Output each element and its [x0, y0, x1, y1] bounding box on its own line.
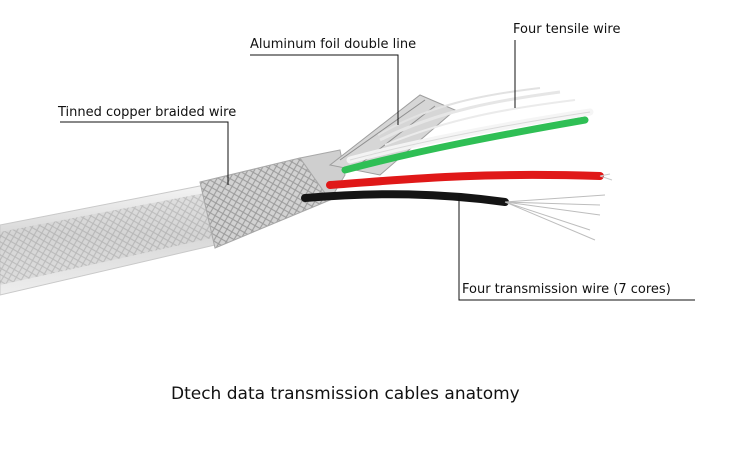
- foil-label: Aluminum foil double line: [250, 37, 417, 52]
- callout-transmission-line: [458, 195, 695, 301]
- outer-jacket: [0, 184, 216, 296]
- green-white-wires: [341, 108, 594, 174]
- braid-label: Tinned copper braided wire: [58, 105, 237, 120]
- diagram-caption: Dtech data transmission cables anatomy: [171, 384, 520, 404]
- tensile-fibers: [377, 87, 576, 146]
- black-wire: [301, 190, 606, 241]
- callout-lines: [60, 40, 695, 301]
- tensile-label: Four tensile wire: [513, 22, 621, 37]
- callout-braid-line: [60, 121, 229, 185]
- callout-foil-line: [250, 54, 399, 125]
- transmission-label: Four transmission wire (7 cores): [462, 282, 671, 297]
- red-wire: [326, 170, 613, 189]
